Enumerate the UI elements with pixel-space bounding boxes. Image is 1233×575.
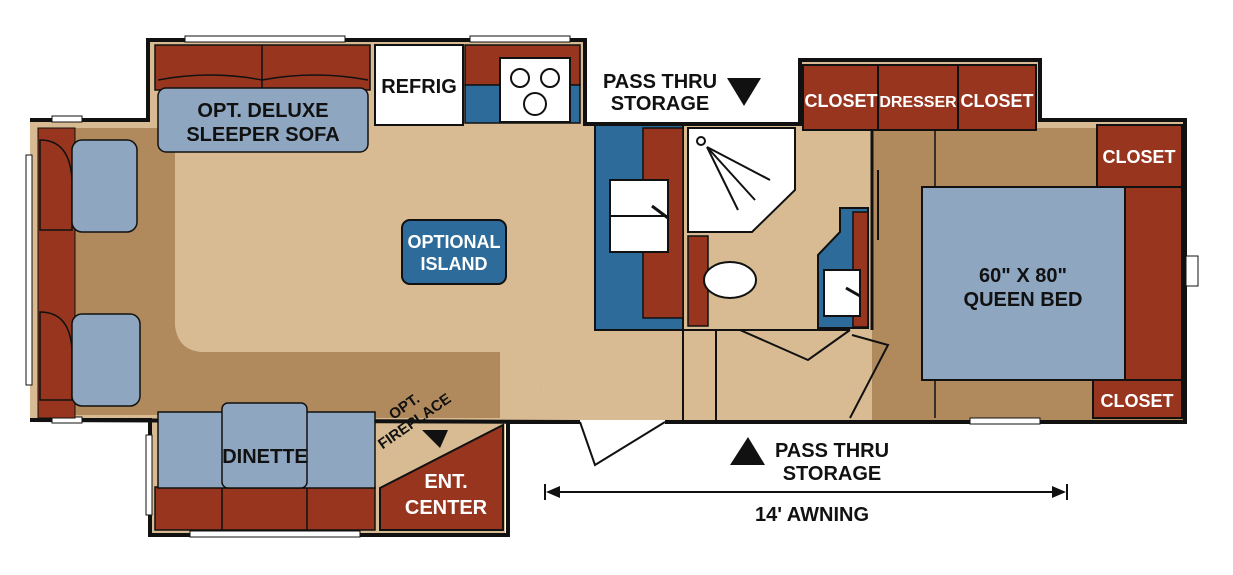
window — [51, 115, 83, 123]
entry-door-swing — [579, 421, 666, 467]
window — [469, 35, 571, 43]
pass-thru-bottom-line2: STORAGE — [783, 463, 882, 485]
burner — [523, 92, 547, 116]
bath-sink — [823, 269, 861, 317]
bedroom: CLOSET 60" X 80" QUEEN BED CLOSET — [921, 124, 1183, 419]
toilet — [703, 261, 757, 299]
pass-thru-storage-top: PASS THRU STORAGE — [603, 71, 761, 115]
arrow-right-icon — [1052, 486, 1066, 498]
pass-thru-bottom-line1: PASS THRU — [775, 440, 889, 462]
windows — [25, 35, 1199, 538]
recliner-seat-top — [71, 139, 138, 233]
window — [969, 417, 1041, 425]
faucet — [651, 204, 669, 220]
recliner-seat-bottom — [71, 313, 141, 407]
arrow-left-icon — [546, 486, 560, 498]
exterior-wall — [29, 38, 1187, 537]
up-arrow-icon — [730, 437, 765, 465]
sofa-label-line2: SLEEPER SOFA — [186, 124, 339, 146]
queen-bed — [921, 186, 1126, 381]
island-label-line2: ISLAND — [421, 254, 488, 274]
closet-left — [802, 64, 879, 131]
kitchen-counter: REFRIG — [374, 44, 581, 126]
window — [189, 530, 361, 538]
dinette: DINETTE — [154, 402, 376, 531]
closet-mid — [957, 64, 1037, 131]
shower-spray — [706, 146, 739, 211]
bedroom-door — [849, 334, 890, 419]
dinette-base — [154, 486, 376, 531]
bathroom — [687, 127, 890, 419]
shower-spray — [706, 146, 771, 181]
entertainment-center: ENT. CENTER OPT. FIREPLACE — [375, 390, 504, 531]
closet-left-label: CLOSET — [804, 91, 877, 111]
window — [1185, 255, 1199, 287]
pass-thru-storage-bottom: PASS THRU STORAGE — [730, 437, 889, 485]
down-arrow-icon — [727, 78, 761, 106]
headboard — [1124, 186, 1183, 381]
refrigerator — [374, 44, 464, 126]
dinette-label: DINETTE — [222, 446, 308, 468]
shower — [687, 127, 796, 233]
entry-door — [579, 421, 666, 467]
bed-label-line1: 60" X 80" — [979, 265, 1067, 287]
window — [184, 35, 346, 43]
stove — [499, 57, 571, 123]
sofa-cushion-line — [157, 74, 369, 81]
bed-label-line2: QUEEN BED — [964, 289, 1083, 311]
galley: OPTIONAL ISLAND — [401, 124, 684, 331]
front-closets: CLOSET DRESSER CLOSET — [802, 64, 1037, 131]
closet-right-top-label: CLOSET — [1102, 147, 1175, 167]
living-floor-center — [175, 130, 595, 418]
closet-right-bottom — [1092, 379, 1183, 419]
down-arrow-icon — [422, 430, 448, 448]
shower-spray — [706, 146, 756, 201]
sofa-seat — [157, 87, 369, 153]
burner — [540, 68, 560, 88]
bath-door — [739, 329, 851, 362]
pass-thru-top-line2: STORAGE — [611, 93, 710, 115]
ent-label-line2: CENTER — [405, 497, 488, 519]
ent-label-line1: ENT. — [424, 471, 467, 493]
window — [25, 154, 33, 386]
refrigerator-label: REFRIG — [381, 76, 457, 98]
bath-faucet — [845, 286, 861, 298]
optional-island — [401, 219, 507, 285]
sofa-label-line1: OPT. DELUXE — [197, 100, 328, 122]
island-label-line1: OPTIONAL — [408, 232, 501, 252]
window — [145, 434, 153, 516]
shower-head-icon — [696, 136, 706, 146]
ent-center-cabinet — [379, 423, 504, 531]
awning-label: 14' AWNING — [755, 504, 869, 526]
pass-thru-top-line1: PASS THRU — [603, 71, 717, 93]
dresser-label: DRESSER — [879, 94, 957, 111]
closet-mid-label: CLOSET — [960, 91, 1033, 111]
burner — [510, 68, 530, 88]
sleeper-sofa: OPT. DELUXE SLEEPER SOFA — [154, 44, 371, 153]
recliners — [37, 127, 141, 419]
awning-dimension: 14' AWNING — [544, 484, 1068, 526]
dinette-table — [221, 402, 308, 489]
closet-right-bottom-label: CLOSET — [1100, 391, 1173, 411]
